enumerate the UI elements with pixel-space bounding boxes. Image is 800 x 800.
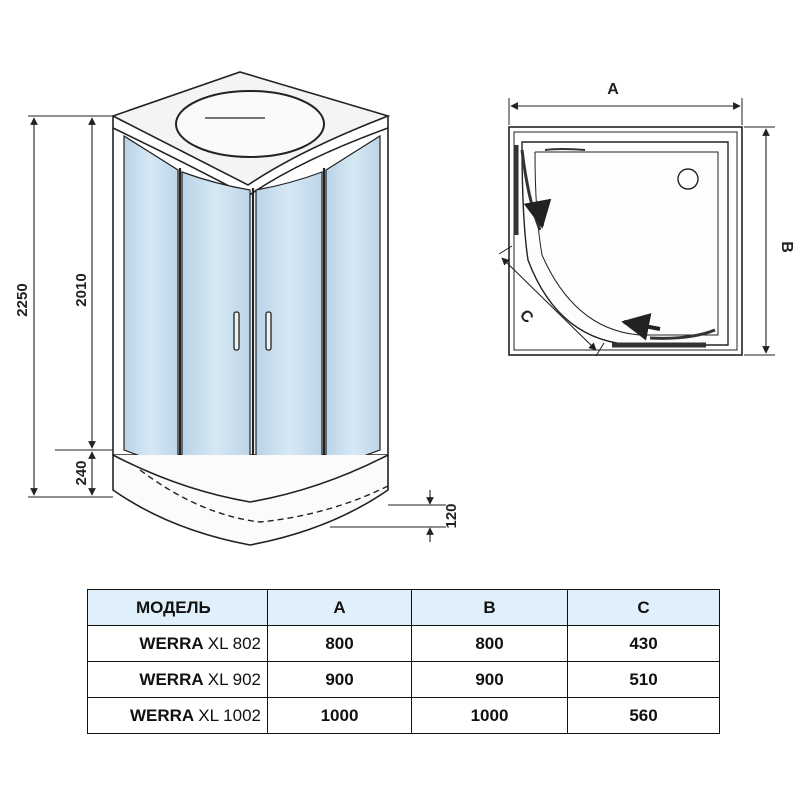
table-row: WERRA XL 1002 1000 1000 560 [87,697,720,734]
cabin-roof [110,71,391,197]
model-prefix: WERRA [139,633,204,653]
model-suffix: XL 802 [207,633,261,653]
header-b: B [411,589,568,626]
row-b: 900 [411,661,568,698]
dimension-lines-tray [330,490,446,542]
header-c: C [567,589,720,626]
model-prefix: WERRA [139,669,204,689]
header-model: МОДЕЛЬ [87,589,268,626]
door-handle-right [265,311,272,351]
row-model: WERRA XL 902 [87,661,268,698]
row-model: WERRA XL 1002 [87,697,268,734]
plan-view [498,98,775,357]
row-b: 1000 [411,697,568,734]
roof-light-ellipse [175,90,325,158]
slide-arrow-left-icon [621,313,661,341]
plan-label-b: B [778,241,795,253]
glass-panel-left [123,134,179,471]
dimension-lines-left [28,115,113,498]
diagram-canvas: 2250 2010 240 120 A B C [14,71,795,546]
row-c: 430 [567,625,720,662]
drain-icon [677,168,699,190]
glass-door-left [181,171,251,499]
plan-label-a: A [607,81,619,98]
row-a: 800 [267,625,412,662]
table-row: WERRA XL 902 900 900 510 [87,661,720,698]
row-c: 510 [567,661,720,698]
table-row: WERRA XL 802 800 800 430 [87,625,720,662]
model-suffix: XL 902 [207,669,261,689]
row-a: 1000 [267,697,412,734]
dim-total-height: 2250 [14,283,31,316]
dim-tray-height: 240 [73,460,90,485]
row-a: 900 [267,661,412,698]
table-header-row: МОДЕЛЬ A B C [87,589,720,626]
door-handle-left [233,311,240,351]
front-view [28,71,446,546]
row-c: 560 [567,697,720,734]
row-model: WERRA XL 802 [87,625,268,662]
header-a: A [267,589,412,626]
row-b: 800 [411,625,568,662]
model-suffix: XL 1002 [198,705,261,725]
dim-tray-depth: 120 [443,503,460,528]
glass-panel-right [325,134,381,471]
dim-cabin-height: 2010 [73,273,90,306]
tray-dashed-floor [139,469,391,523]
spec-table: МОДЕЛЬ A B C WERRA XL 802 800 800 430 WE… [87,589,720,734]
shower-tray [112,454,391,546]
model-prefix: WERRA [129,705,194,725]
slide-arrow-down-icon [523,198,552,229]
cabin-body [112,128,389,500]
